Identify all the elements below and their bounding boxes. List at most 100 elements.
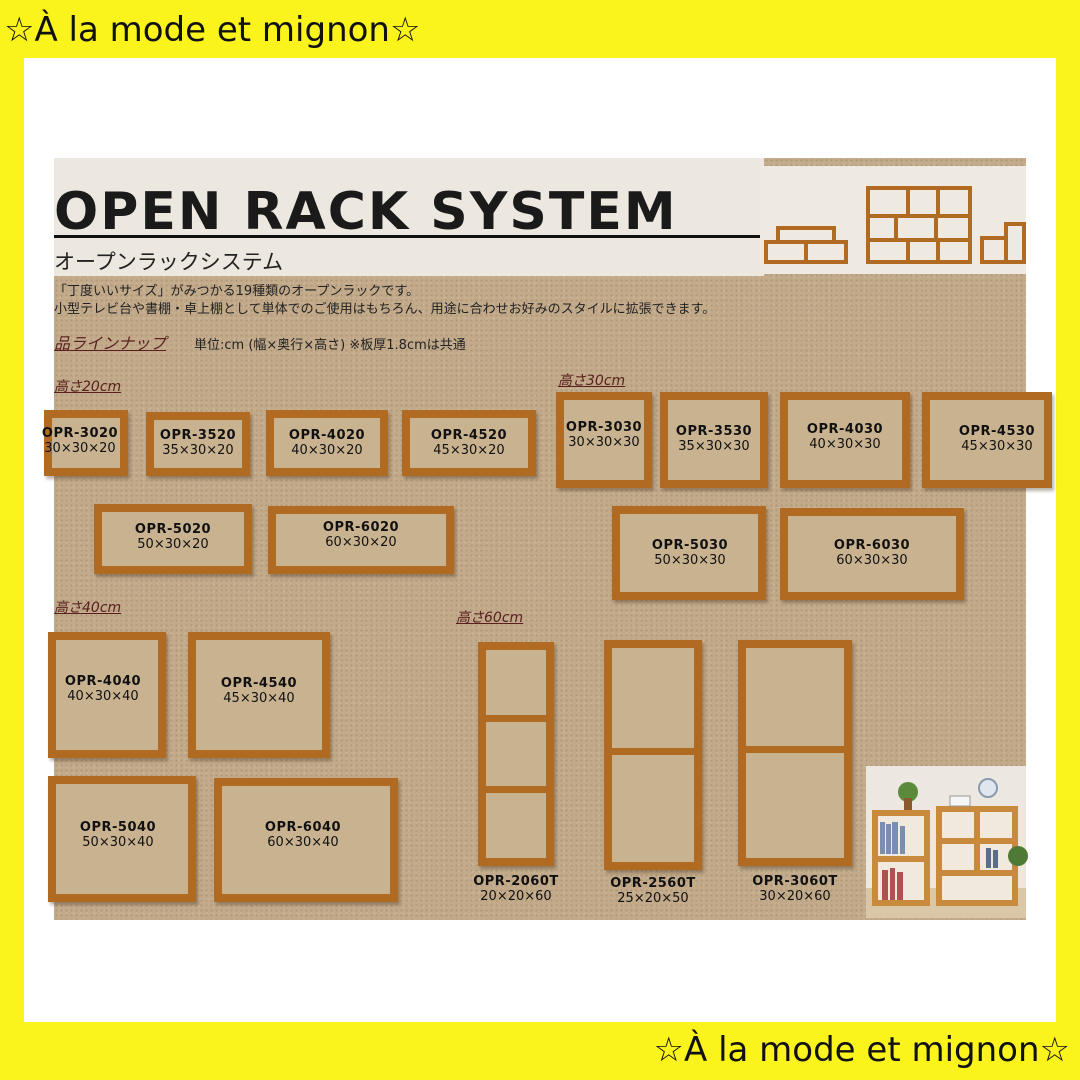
- product-size: 50×30×30: [654, 553, 726, 568]
- rack-opr-4530: [922, 392, 1052, 488]
- rack-opr-3520: [146, 412, 250, 476]
- product-size: 30×30×30: [568, 435, 640, 450]
- rack-opr-6020: [268, 506, 454, 574]
- product-code: OPR-4530: [958, 424, 1036, 439]
- product-size: 60×30×40: [267, 835, 339, 850]
- product-size: 45×30×40: [223, 691, 295, 706]
- product-code: OPR-6020: [322, 520, 400, 535]
- product-code: OPR-4040: [64, 674, 142, 689]
- product-size: 35×30×30: [678, 439, 750, 454]
- page-subtitle: オープンラックシステム: [54, 250, 284, 274]
- product-size: 50×30×20: [137, 537, 209, 552]
- product-size: 35×30×20: [162, 443, 234, 458]
- frame-bottom: [0, 1022, 1080, 1080]
- banner-bottom: ☆À la mode et mignon☆: [653, 1030, 1070, 1070]
- product-size: 40×30×20: [291, 443, 363, 458]
- product-code: OPR-6030: [833, 538, 911, 553]
- product-code: OPR-4520: [430, 428, 508, 443]
- product-code: OPR-4540: [220, 676, 298, 691]
- rack-opr-5030: [612, 506, 766, 600]
- product-code: OPR-5020: [134, 522, 212, 537]
- product-size: 60×30×30: [836, 553, 908, 568]
- rack-opr-4040: [48, 632, 166, 758]
- product-code: OPR-2060T: [473, 874, 559, 889]
- banner-top: ☆À la mode et mignon☆: [4, 10, 421, 50]
- frame-left: [0, 0, 24, 1080]
- frame-right: [1056, 0, 1080, 1080]
- rack-opr-4520: [402, 410, 536, 476]
- rack-opr-4540: [188, 632, 330, 758]
- section-height-30: 高さ30cm: [558, 373, 626, 389]
- product-size: 30×20×60: [759, 889, 831, 904]
- product-code: OPR-4020: [288, 428, 366, 443]
- product-size: 60×30×20: [325, 535, 397, 550]
- product-size: 45×30×20: [433, 443, 505, 458]
- product-code: OPR-3520: [159, 428, 237, 443]
- frame-top: [0, 0, 1080, 58]
- product-size: 40×30×40: [67, 689, 139, 704]
- title-underline: [54, 235, 760, 238]
- product-code: OPR-2560T: [610, 876, 696, 891]
- product-code: OPR-6040: [264, 820, 342, 835]
- product-code: OPR-3020: [41, 426, 119, 441]
- rack-opr-2560t: [604, 640, 702, 870]
- product-panel: OPEN RACK SYSTEM オープンラックシステム 「丁度いいサイズ」がみ…: [42, 158, 1052, 920]
- product-size: 30×30×20: [44, 441, 116, 456]
- product-size: 50×30×40: [82, 835, 154, 850]
- rack-opr-3060t: [738, 640, 852, 866]
- shelf-board: [612, 748, 694, 755]
- rack-opr-3020: [44, 410, 128, 476]
- rack-opr-5040: [48, 776, 196, 902]
- product-code: OPR-3530: [675, 424, 753, 439]
- product-size: 25×20×50: [617, 891, 689, 906]
- rack-opr-6030: [780, 508, 964, 600]
- units-note: 単位:cm (幅×奥行×高さ) ※板厚1.8cmは共通: [194, 338, 466, 353]
- section-height-40: 高さ40cm: [54, 600, 122, 616]
- section-height-20: 高さ20cm: [54, 379, 122, 395]
- product-code: OPR-5040: [79, 820, 157, 835]
- rack-opr-4030: [780, 392, 910, 488]
- stacked-racks-photo: [760, 166, 1026, 274]
- intro-line-1: 「丁度いいサイズ」がみつかる19種類のオープンラックです。: [54, 284, 420, 299]
- page-title: OPEN RACK SYSTEM: [54, 182, 678, 242]
- header-area: OPEN RACK SYSTEM オープンラックシステム: [54, 158, 764, 276]
- room-rack-photo: [866, 766, 1028, 918]
- product-code: OPR-5030: [651, 538, 729, 553]
- product-code: OPR-3060T: [752, 874, 838, 889]
- rack-opr-4020: [266, 410, 388, 476]
- rack-opr-3530: [660, 392, 768, 488]
- product-code: OPR-4030: [806, 422, 884, 437]
- intro-line-2: 小型テレビ台や書棚・卓上棚として単体でのご使用はもちろん、用途に合わせお好みのス…: [54, 302, 716, 317]
- rack-opr-3030: [556, 392, 652, 488]
- product-size: 40×30×30: [809, 437, 881, 452]
- section-height-60: 高さ60cm: [456, 610, 524, 626]
- lineup-heading: 品ラインナップ: [54, 334, 167, 353]
- shelf-board: [486, 786, 546, 793]
- product-size: 20×20×60: [480, 889, 552, 904]
- shelf-board: [486, 715, 546, 722]
- rack-opr-2060t: [478, 642, 554, 866]
- rack-opr-6040: [214, 778, 398, 902]
- product-size: 45×30×30: [961, 439, 1033, 454]
- product-code: OPR-3030: [565, 420, 643, 435]
- rack-opr-5020: [94, 504, 252, 574]
